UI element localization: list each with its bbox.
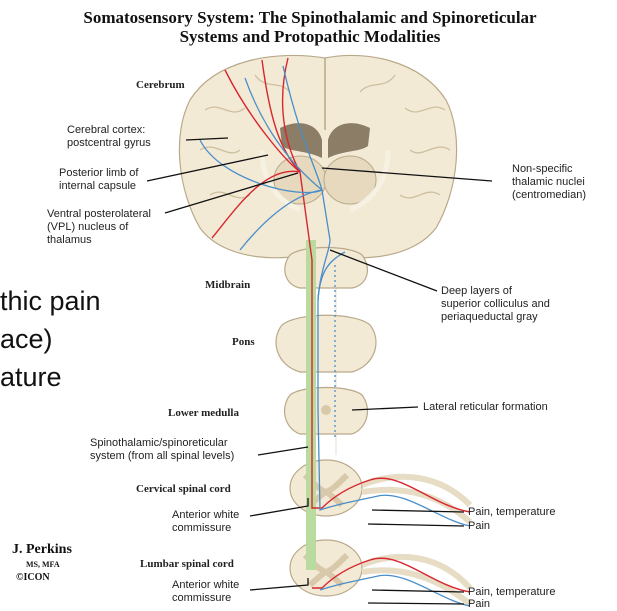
label-cervical-pain-temperature: Pain, temperature bbox=[468, 506, 556, 518]
cerebrum-section bbox=[178, 54, 458, 259]
label-cerebral-cortex: Cerebral cortex: postcentral gyrus bbox=[67, 124, 151, 149]
level-cervical-cord: Cervical spinal cord bbox=[136, 483, 231, 495]
overlay-text-line-2: ace) bbox=[0, 324, 53, 354]
level-lumbar-cord: Lumbar spinal cord bbox=[140, 558, 234, 570]
blue-pain-pathway bbox=[199, 65, 471, 607]
overlay-text-line-3: ature bbox=[0, 362, 62, 392]
cervical-cord-section bbox=[289, 459, 473, 525]
signature-credentials: MS, MFA bbox=[26, 560, 60, 569]
signature-name: J. Perkins bbox=[12, 542, 72, 557]
label-lumbar-pain-temperature: Pain, temperature bbox=[468, 586, 556, 598]
level-cerebrum: Cerebrum bbox=[136, 79, 185, 91]
label-nonspecific-thalamic-nuclei: Non-specific thalamic nuclei (centromedi… bbox=[512, 163, 586, 201]
label-cervical-pain: Pain bbox=[468, 520, 491, 532]
label-vpl-nucleus: Ventral posterolateral (VPL) nucleus of … bbox=[47, 208, 151, 246]
red-pain-temperature-pathway bbox=[211, 57, 471, 593]
lumbar-cord-section bbox=[289, 539, 473, 607]
diagram-title: Somatosensory System: The Spinothalamic … bbox=[30, 8, 590, 46]
label-internal-capsule: Posterior limb of internal capsule bbox=[59, 167, 139, 192]
anterolateral-tract-band bbox=[306, 240, 316, 570]
overlay-text-line-1: thic pain bbox=[0, 286, 101, 316]
brainstem bbox=[275, 246, 377, 455]
level-midbrain: Midbrain bbox=[205, 279, 251, 291]
pons-section bbox=[275, 314, 377, 373]
signature-mark: ©ICON bbox=[16, 572, 50, 583]
label-spinothalamic-system: Spinothalamic/spinoreticular system (fro… bbox=[90, 437, 235, 462]
title-line-2: Systems and Protopathic Modalities bbox=[179, 27, 441, 46]
level-pons: Pons bbox=[232, 336, 255, 348]
label-anterior-white-commissure-lumbar: Anterior white commissure bbox=[172, 579, 240, 604]
label-lateral-reticular-formation: Lateral reticular formation bbox=[423, 401, 548, 413]
label-anterior-white-commissure-cervical: Anterior white commissure bbox=[172, 509, 240, 534]
label-lumbar-pain: Pain bbox=[468, 598, 491, 610]
level-lower-medulla: Lower medulla bbox=[168, 407, 239, 419]
label-leader-lines bbox=[146, 137, 493, 605]
label-deep-layers-colliculus: Deep layers of superior colliculus and p… bbox=[441, 285, 550, 323]
title-line-1: Somatosensory System: The Spinothalamic … bbox=[83, 8, 537, 27]
